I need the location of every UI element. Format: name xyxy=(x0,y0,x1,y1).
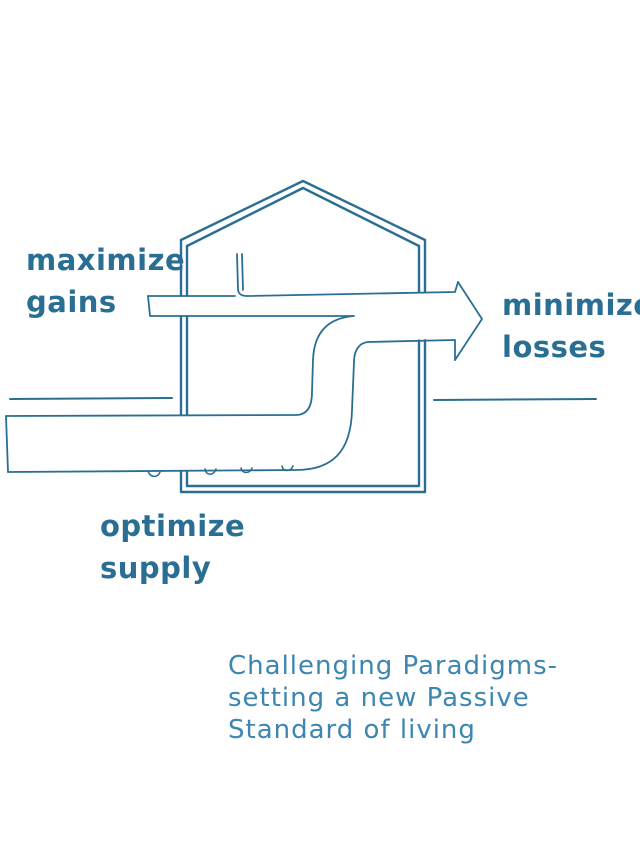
minimize-losses-label: minimize losses xyxy=(502,284,640,368)
caption-line-2: setting a new Passive xyxy=(228,683,530,713)
house-outline xyxy=(179,179,427,494)
gains-line-2: gains xyxy=(26,285,117,319)
ventilation-arrow xyxy=(147,253,483,361)
condensation-drips xyxy=(147,465,294,478)
gains-line-1: maximize xyxy=(26,243,186,277)
optimize-supply-label: optimize supply xyxy=(100,505,245,589)
supply-line-2: supply xyxy=(100,551,212,585)
losses-line-1: minimize xyxy=(502,288,640,322)
caption-line-1: Challenging Paradigms- xyxy=(228,651,559,681)
supply-line-1: optimize xyxy=(100,509,246,543)
pipe-masks xyxy=(5,292,481,472)
caption: Challenging Paradigms- setting a new Pas… xyxy=(228,650,558,746)
losses-line-2: losses xyxy=(502,330,607,364)
supply-pipe xyxy=(5,315,369,473)
maximize-gains-label: maximize gains xyxy=(26,239,185,323)
ground-line xyxy=(9,397,597,401)
caption-line-3: Standard of living xyxy=(228,715,476,745)
